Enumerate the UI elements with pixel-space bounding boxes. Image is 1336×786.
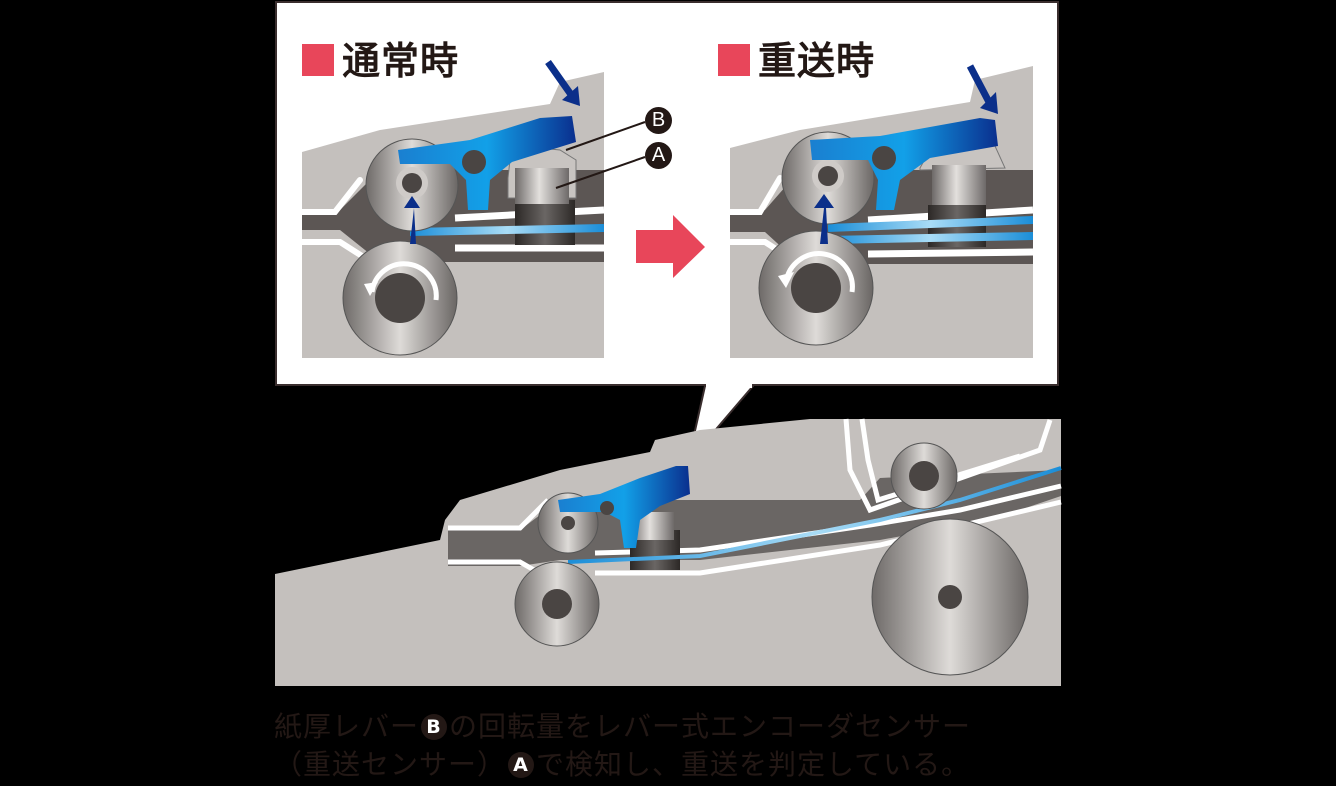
panel-double-feed <box>730 64 1033 358</box>
badge-a: A <box>508 752 535 778</box>
panel-normal <box>302 59 604 358</box>
red-square-icon <box>718 44 750 76</box>
panel-title-double-feed: 重送時 <box>718 42 875 80</box>
transition-arrow <box>636 215 705 278</box>
overview-mechanism <box>275 418 1062 686</box>
label-a-encoder-sensor: A <box>645 142 672 169</box>
red-square-icon <box>302 44 334 76</box>
label-b-thickness-lever: B <box>645 107 672 134</box>
badge-b: B <box>421 714 448 740</box>
panel-title-normal: 通常時 <box>302 42 459 80</box>
